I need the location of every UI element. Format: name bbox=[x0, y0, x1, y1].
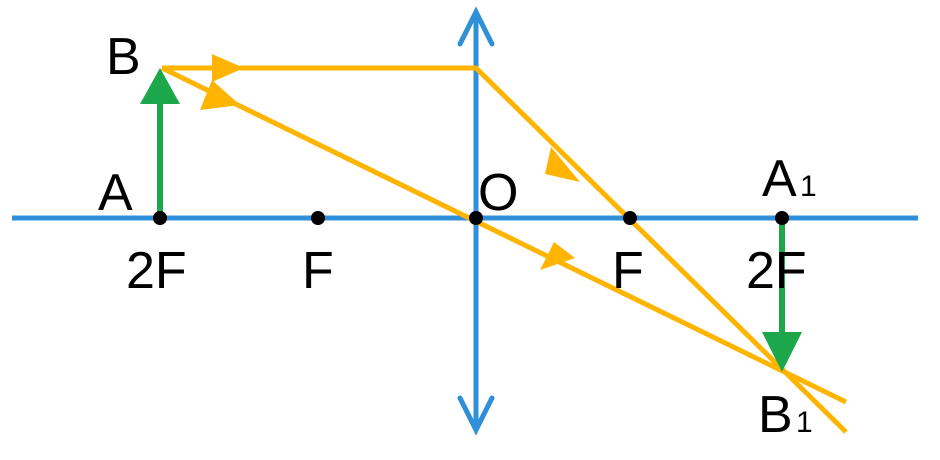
label-object-base: A bbox=[98, 164, 133, 222]
label-image-top-subscript: 1 bbox=[796, 406, 813, 439]
label-image-top: B bbox=[758, 386, 793, 444]
point-optical-center bbox=[469, 211, 483, 225]
upright-arrow-icon bbox=[140, 68, 180, 218]
label-2f-right: 2F bbox=[746, 242, 807, 300]
ray-arrowhead-icon bbox=[545, 147, 580, 182]
ray-arrowhead-icon bbox=[540, 242, 575, 270]
point-2f-left bbox=[153, 211, 167, 225]
inverted-arrow-icon bbox=[762, 218, 802, 372]
label-2f-left: 2F bbox=[126, 242, 187, 300]
ray-parallel-through-focus bbox=[162, 65, 848, 434]
point-f-right bbox=[623, 211, 637, 225]
ray-arrowhead-icon bbox=[212, 54, 244, 82]
label-f-right: F bbox=[612, 242, 644, 300]
label-f-left: F bbox=[302, 242, 334, 300]
ray-through-optical-center bbox=[160, 65, 848, 405]
ray-arrowhead-icon bbox=[200, 80, 240, 110]
label-image-base-subscript: 1 bbox=[800, 170, 817, 203]
label-optical-center: O bbox=[478, 164, 518, 222]
point-f-left bbox=[311, 211, 325, 225]
point-2f-right bbox=[775, 211, 789, 225]
label-object-top: B bbox=[106, 28, 141, 86]
label-image-base: A bbox=[762, 150, 797, 208]
